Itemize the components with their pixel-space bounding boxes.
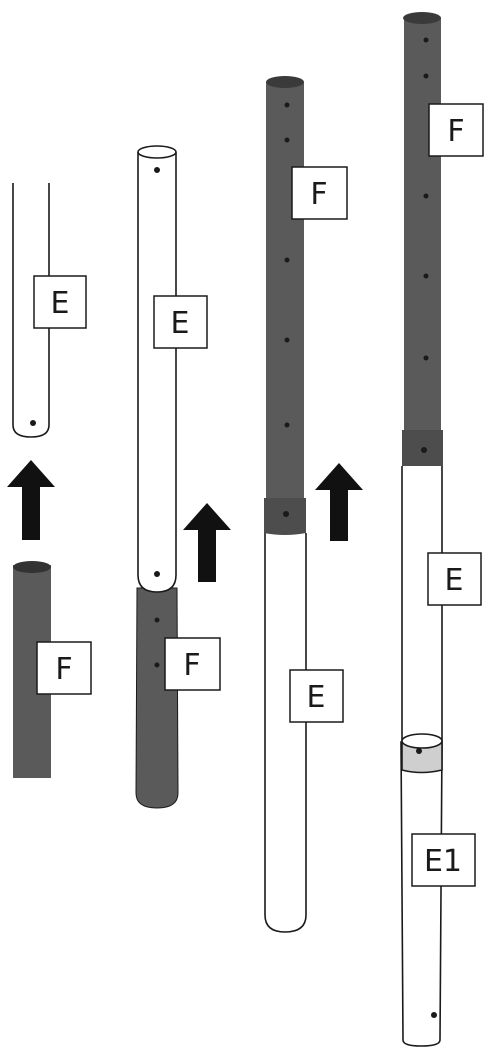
arrow-up-icon — [7, 460, 55, 540]
tube-f-step4 — [404, 18, 441, 432]
label-text: F — [55, 652, 72, 687]
tube-hole — [423, 73, 429, 79]
label-box-s3-top: F — [291, 166, 348, 220]
tube-opening — [401, 733, 443, 749]
tube-hole — [431, 1012, 437, 1018]
tube-opening — [403, 12, 441, 24]
label-box-s3-bottom: E — [289, 669, 344, 723]
tube-hole — [30, 420, 36, 426]
label-box-s4-top: F — [428, 103, 484, 157]
label-text: E — [171, 306, 190, 341]
tube-e-step1 — [12, 183, 50, 438]
arrow-up-icon — [183, 503, 231, 582]
tube-hole — [283, 511, 289, 517]
step-3: F E — [264, 76, 363, 933]
step-2: E F — [135, 145, 231, 809]
tube-hole — [284, 337, 290, 343]
tube-hole — [423, 37, 429, 43]
tube-hole — [423, 193, 429, 199]
label-text: F — [310, 177, 327, 212]
tube-hole — [284, 257, 290, 263]
tube-hole — [284, 137, 290, 143]
tube-f-step3 — [266, 82, 304, 500]
tube-e-step3 — [264, 533, 307, 933]
tube-hole — [421, 447, 427, 453]
step-1: E F — [7, 183, 92, 778]
step-4: F E E1 — [400, 12, 484, 1047]
label-box-s4-bottom: E1 — [411, 833, 476, 887]
label-text: F — [183, 648, 200, 683]
tube-hole — [154, 662, 160, 668]
tube-hole — [154, 571, 160, 577]
tube-cap — [401, 740, 443, 774]
label-box-s4-mid: E — [427, 552, 482, 606]
label-box-s2-bottom: F — [164, 637, 221, 691]
tube-hole — [423, 273, 429, 279]
tube-e-step2 — [137, 152, 177, 593]
label-box-s1-bottom: F — [36, 641, 92, 695]
tube-e1-step4 — [400, 741, 443, 1047]
label-text: E1 — [424, 844, 462, 879]
label-text: E — [51, 286, 70, 321]
tube-hole — [154, 617, 160, 623]
tube-hole — [416, 748, 422, 754]
arrow-up-icon — [315, 463, 363, 541]
tube-opening — [13, 561, 51, 573]
tube-hole — [154, 167, 160, 173]
tube-opening — [266, 76, 304, 88]
tube-hole — [284, 102, 290, 108]
label-box-s2-top: E — [153, 295, 208, 349]
label-text: E — [445, 563, 464, 598]
tube-opening — [137, 145, 177, 159]
tube-hole — [284, 422, 290, 428]
label-text: E — [307, 680, 326, 715]
label-text: F — [447, 114, 464, 149]
tube-hole — [423, 355, 429, 361]
label-box-s1-top: E — [33, 275, 87, 329]
